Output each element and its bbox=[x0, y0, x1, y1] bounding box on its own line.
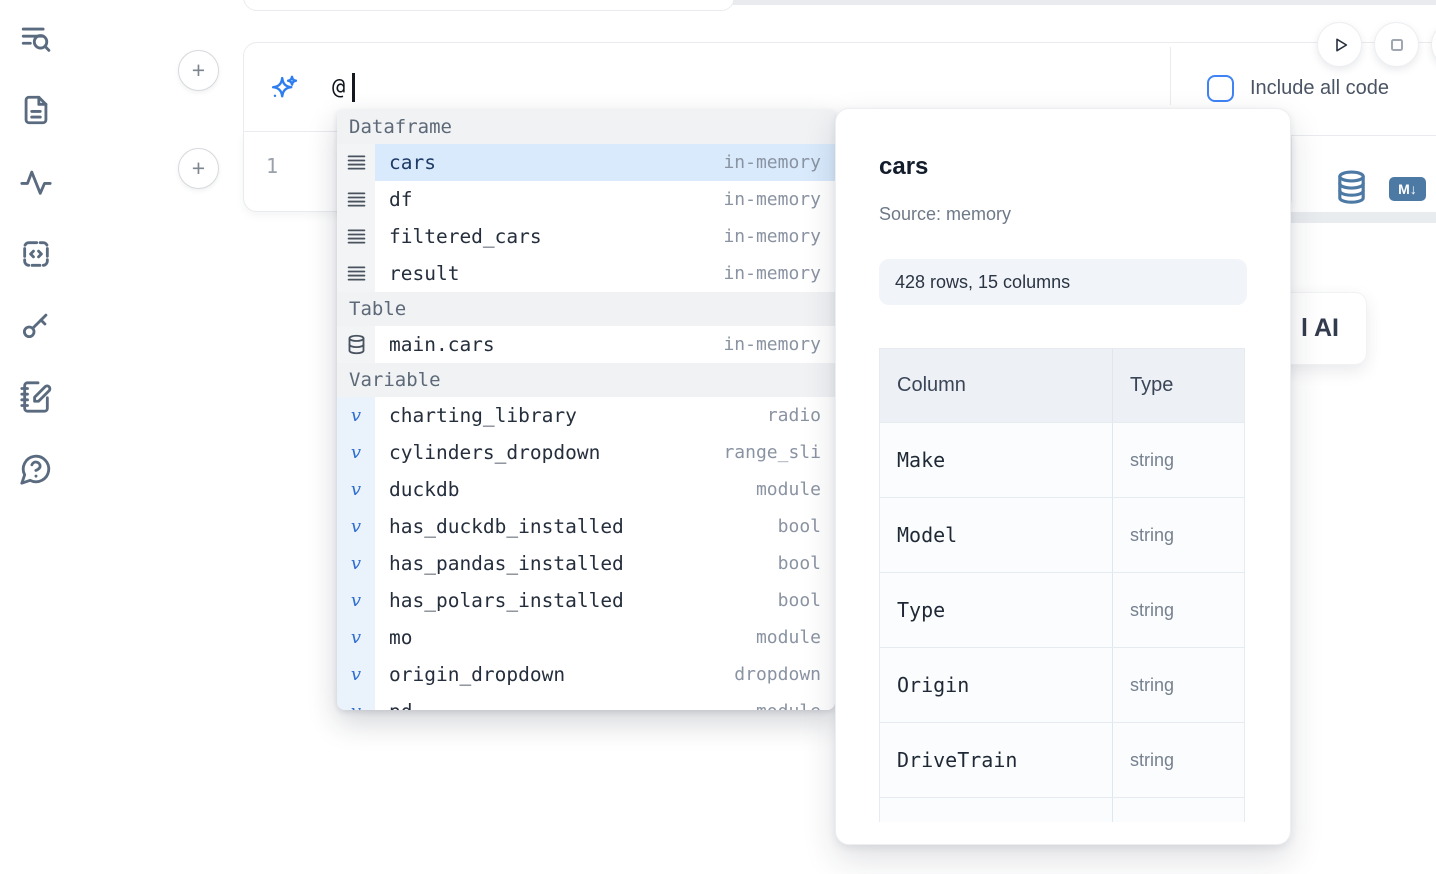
table-row-clipped bbox=[880, 798, 1244, 822]
variable-icon: v bbox=[337, 693, 375, 710]
table-row: Make string bbox=[880, 423, 1244, 498]
dataframe-preview-panel: cars Source: memory 428 rows, 15 columns… bbox=[835, 108, 1291, 845]
table-header-row: Column Type bbox=[880, 349, 1244, 423]
ai-box-divider bbox=[1170, 47, 1171, 105]
dataframe-rows-icon bbox=[337, 189, 375, 210]
help-chat-icon[interactable] bbox=[17, 450, 55, 488]
include-all-code-checkbox[interactable] bbox=[1207, 75, 1234, 102]
dataframe-rows-icon bbox=[337, 152, 375, 173]
copy-markdown-icon[interactable]: M↓ bbox=[1389, 177, 1426, 201]
autocomplete-item-has-pandas-installed[interactable]: v has_pandas_installed bool bbox=[337, 545, 835, 582]
variable-icon: v bbox=[350, 664, 362, 685]
snippets-code-icon[interactable] bbox=[17, 235, 55, 273]
variable-icon: v bbox=[350, 516, 362, 537]
key-icon[interactable] bbox=[17, 306, 55, 344]
previous-output-edge bbox=[733, 0, 1436, 5]
sparkles-icon bbox=[268, 74, 299, 105]
sidebar bbox=[0, 0, 72, 874]
run-cell-button[interactable] bbox=[1317, 22, 1362, 67]
table-row: DriveTrain string bbox=[880, 723, 1244, 798]
section-header-table: Table bbox=[337, 292, 835, 326]
database-icon[interactable] bbox=[1335, 169, 1368, 206]
autocomplete-item-main-cars[interactable]: main.cars in-memory bbox=[337, 326, 835, 363]
ai-prompt-input[interactable]: @ bbox=[332, 75, 346, 100]
autocomplete-item-has-duckdb-installed[interactable]: v has_duckdb_installed bool bbox=[337, 508, 835, 545]
table-row: Type string bbox=[880, 573, 1244, 648]
dataframe-rows-icon bbox=[337, 226, 375, 247]
output-table-header-strip bbox=[1240, 212, 1436, 223]
variable-icon: v bbox=[350, 590, 362, 611]
preview-title: cars bbox=[879, 153, 929, 180]
stop-button[interactable] bbox=[1374, 22, 1419, 67]
autocomplete-item-mo[interactable]: v mo module bbox=[337, 619, 835, 656]
previous-cell-edge bbox=[243, 0, 735, 11]
variable-icon: v bbox=[350, 479, 362, 500]
preview-source: Source: memory bbox=[879, 204, 1012, 224]
variable-icon: v bbox=[350, 442, 362, 463]
variable-icon: v bbox=[350, 405, 362, 426]
autocomplete-item-charting-library[interactable]: v charting_library radio bbox=[337, 397, 835, 434]
autocomplete-item-df[interactable]: df in-memory bbox=[337, 181, 835, 218]
autocomplete-item-cars[interactable]: cars in-memory bbox=[337, 144, 835, 181]
ai-prompt-box bbox=[243, 42, 1436, 105]
autocomplete-item-result[interactable]: result in-memory bbox=[337, 255, 835, 292]
file-text-icon[interactable] bbox=[17, 91, 55, 129]
list-search-icon[interactable] bbox=[17, 20, 55, 58]
include-all-code-option: Include all code bbox=[1207, 75, 1389, 102]
autocomplete-item-cylinders-dropdown[interactable]: v cylinders_dropdown range_sli bbox=[337, 434, 835, 471]
preview-shape-badge: 428 rows, 15 columns bbox=[879, 259, 1247, 305]
add-cell-button-top[interactable]: + bbox=[178, 50, 219, 91]
activity-icon[interactable] bbox=[17, 163, 55, 201]
autocomplete-item-origin-dropdown[interactable]: v origin_dropdown dropdown bbox=[337, 656, 835, 693]
column-header: Column bbox=[897, 374, 966, 396]
autocomplete-dropdown: Dataframe cars in-memory df in-memory fi… bbox=[337, 110, 835, 710]
autocomplete-item-duckdb[interactable]: v duckdb module bbox=[337, 471, 835, 508]
section-header-dataframe: Dataframe bbox=[337, 110, 835, 144]
table-row: Model string bbox=[880, 498, 1244, 573]
section-header-variable: Variable bbox=[337, 363, 835, 397]
autocomplete-item-pd-clipped[interactable]: v pd module bbox=[337, 693, 835, 710]
variable-icon: v bbox=[350, 627, 362, 648]
autocomplete-item-has-polars-installed[interactable]: v has_polars_installed bool bbox=[337, 582, 835, 619]
preview-schema-table: Column Type Make string Model string Typ… bbox=[879, 348, 1245, 822]
add-cell-button-bottom[interactable]: + bbox=[178, 148, 219, 189]
text-cursor bbox=[352, 73, 355, 102]
type-header: Type bbox=[1130, 374, 1174, 396]
table-row: Origin string bbox=[880, 648, 1244, 723]
include-all-code-label: Include all code bbox=[1250, 77, 1389, 99]
database-icon bbox=[337, 334, 375, 355]
dataframe-rows-icon bbox=[337, 263, 375, 284]
line-number: 1 bbox=[266, 154, 279, 178]
autocomplete-item-filtered-cars[interactable]: filtered_cars in-memory bbox=[337, 218, 835, 255]
notebook-pen-icon[interactable] bbox=[17, 378, 55, 416]
variable-icon: v bbox=[350, 553, 362, 574]
